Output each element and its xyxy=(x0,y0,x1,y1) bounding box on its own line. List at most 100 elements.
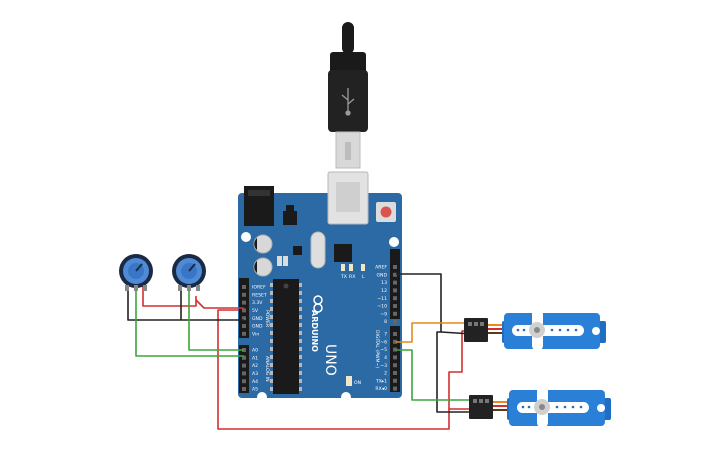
tx-led-label: TX xyxy=(340,274,347,280)
chip-leg xyxy=(299,347,302,351)
capacitor xyxy=(253,257,273,277)
chip-leg xyxy=(270,323,273,327)
header-pin[interactable] xyxy=(393,304,397,308)
header-pin[interactable] xyxy=(393,332,397,336)
pin-label: IOREF xyxy=(252,285,266,291)
arduino-uno-board[interactable]: TX RX L ON ARDUINO UNO IOREFRESET3.3V5VG… xyxy=(238,171,402,402)
pin-label: A2 xyxy=(252,363,258,369)
potentiometer-2[interactable] xyxy=(172,254,206,291)
pin-label: RESET xyxy=(252,292,267,298)
header-pin[interactable] xyxy=(242,379,246,384)
digital-header-title: DIGITAL (PWM~) xyxy=(374,330,380,368)
chip-leg xyxy=(270,299,273,303)
pin-label: Vin xyxy=(252,331,259,337)
power-header-title: POWER xyxy=(264,310,270,328)
header-pin[interactable] xyxy=(393,288,397,293)
mount-hole xyxy=(341,392,351,402)
infinity-logo xyxy=(313,295,323,313)
capacitor xyxy=(253,234,273,254)
pin-label: AREF xyxy=(375,265,387,271)
header-pin[interactable] xyxy=(393,319,397,324)
pin-label: ~10 xyxy=(377,304,387,310)
header-pin[interactable] xyxy=(242,292,246,297)
chip-leg xyxy=(270,347,273,351)
pin-label: 3.3V xyxy=(252,300,263,306)
pin-label: ~5 xyxy=(380,347,387,353)
chip-leg xyxy=(299,339,302,343)
pin-label: 2 xyxy=(384,371,387,377)
header-pin[interactable] xyxy=(242,308,246,313)
usb-plug-collar xyxy=(330,52,366,74)
pin-label: ~9 xyxy=(380,311,387,317)
servo-2[interactable] xyxy=(469,386,611,428)
usb-chip xyxy=(334,244,352,262)
chip-leg xyxy=(270,315,273,319)
wire-gnd-servos xyxy=(396,273,472,413)
mount-hole xyxy=(241,232,251,242)
header-pin[interactable] xyxy=(393,311,397,316)
mount-hole xyxy=(389,237,399,247)
header-pin[interactable] xyxy=(242,285,246,289)
chip-leg xyxy=(299,315,302,319)
header-pin[interactable] xyxy=(393,378,397,383)
potentiometer-1[interactable] xyxy=(119,254,153,291)
header-pin[interactable] xyxy=(393,347,397,352)
chip-leg xyxy=(270,339,273,343)
pin-label: 7 xyxy=(384,332,387,338)
usb-cable[interactable] xyxy=(328,22,368,169)
wire-5v-bus xyxy=(195,299,244,309)
chip-leg xyxy=(270,355,273,359)
pin-label: A5 xyxy=(252,387,258,393)
header-pin[interactable] xyxy=(393,363,397,368)
servo-1[interactable] xyxy=(464,309,606,351)
chip-leg xyxy=(299,387,302,391)
header-pin[interactable] xyxy=(393,386,397,391)
chip-leg xyxy=(299,283,302,287)
wire-pot1-a0 xyxy=(135,288,244,357)
usb-cable-strain-relief xyxy=(342,22,354,54)
pin-label: GND xyxy=(252,324,263,330)
wires[interactable] xyxy=(127,273,473,430)
header-pin[interactable] xyxy=(393,371,397,375)
pin-label: TX▸1 xyxy=(375,378,387,384)
l-led-label: L xyxy=(362,274,365,280)
pin-label: 8 xyxy=(384,319,387,325)
rx-led-label: RX xyxy=(349,274,355,280)
header-pin[interactable] xyxy=(393,355,397,360)
potentiometer-knob-indicator xyxy=(135,263,143,272)
chip-leg xyxy=(299,307,302,311)
wire-servo1-signal xyxy=(396,322,472,343)
header-pin[interactable] xyxy=(242,371,246,376)
pin-label: ~11 xyxy=(377,296,387,302)
wire-5v-servo1 xyxy=(448,330,472,409)
servo-connector xyxy=(469,395,493,419)
header-pin[interactable] xyxy=(393,339,397,344)
pin-label: A0 xyxy=(252,348,258,354)
pin-label: 13 xyxy=(381,280,387,286)
header-pin[interactable] xyxy=(393,296,397,301)
pin-label: A1 xyxy=(252,355,258,361)
header-pin[interactable] xyxy=(242,300,246,305)
pin-label: 4 xyxy=(384,355,387,361)
chip-leg xyxy=(299,331,302,335)
pin-label: A4 xyxy=(252,379,258,385)
chip-leg xyxy=(270,331,273,335)
servo-horn xyxy=(517,386,589,428)
header-pin[interactable] xyxy=(242,355,246,360)
header-pin[interactable] xyxy=(242,387,246,391)
header-pin[interactable] xyxy=(242,363,246,368)
header-pin[interactable] xyxy=(393,272,397,277)
header-pin[interactable] xyxy=(242,316,246,321)
header-pin[interactable] xyxy=(393,265,397,269)
chip-leg xyxy=(299,371,302,375)
chip-leg xyxy=(270,363,273,367)
header-pin[interactable] xyxy=(242,324,246,328)
header-pin[interactable] xyxy=(242,331,246,336)
chip-leg xyxy=(270,307,273,311)
header-pin[interactable] xyxy=(393,280,397,285)
pin-label: 5V xyxy=(252,308,259,314)
wire-gnd-pot1 xyxy=(127,288,244,321)
servo-connector xyxy=(464,318,488,342)
